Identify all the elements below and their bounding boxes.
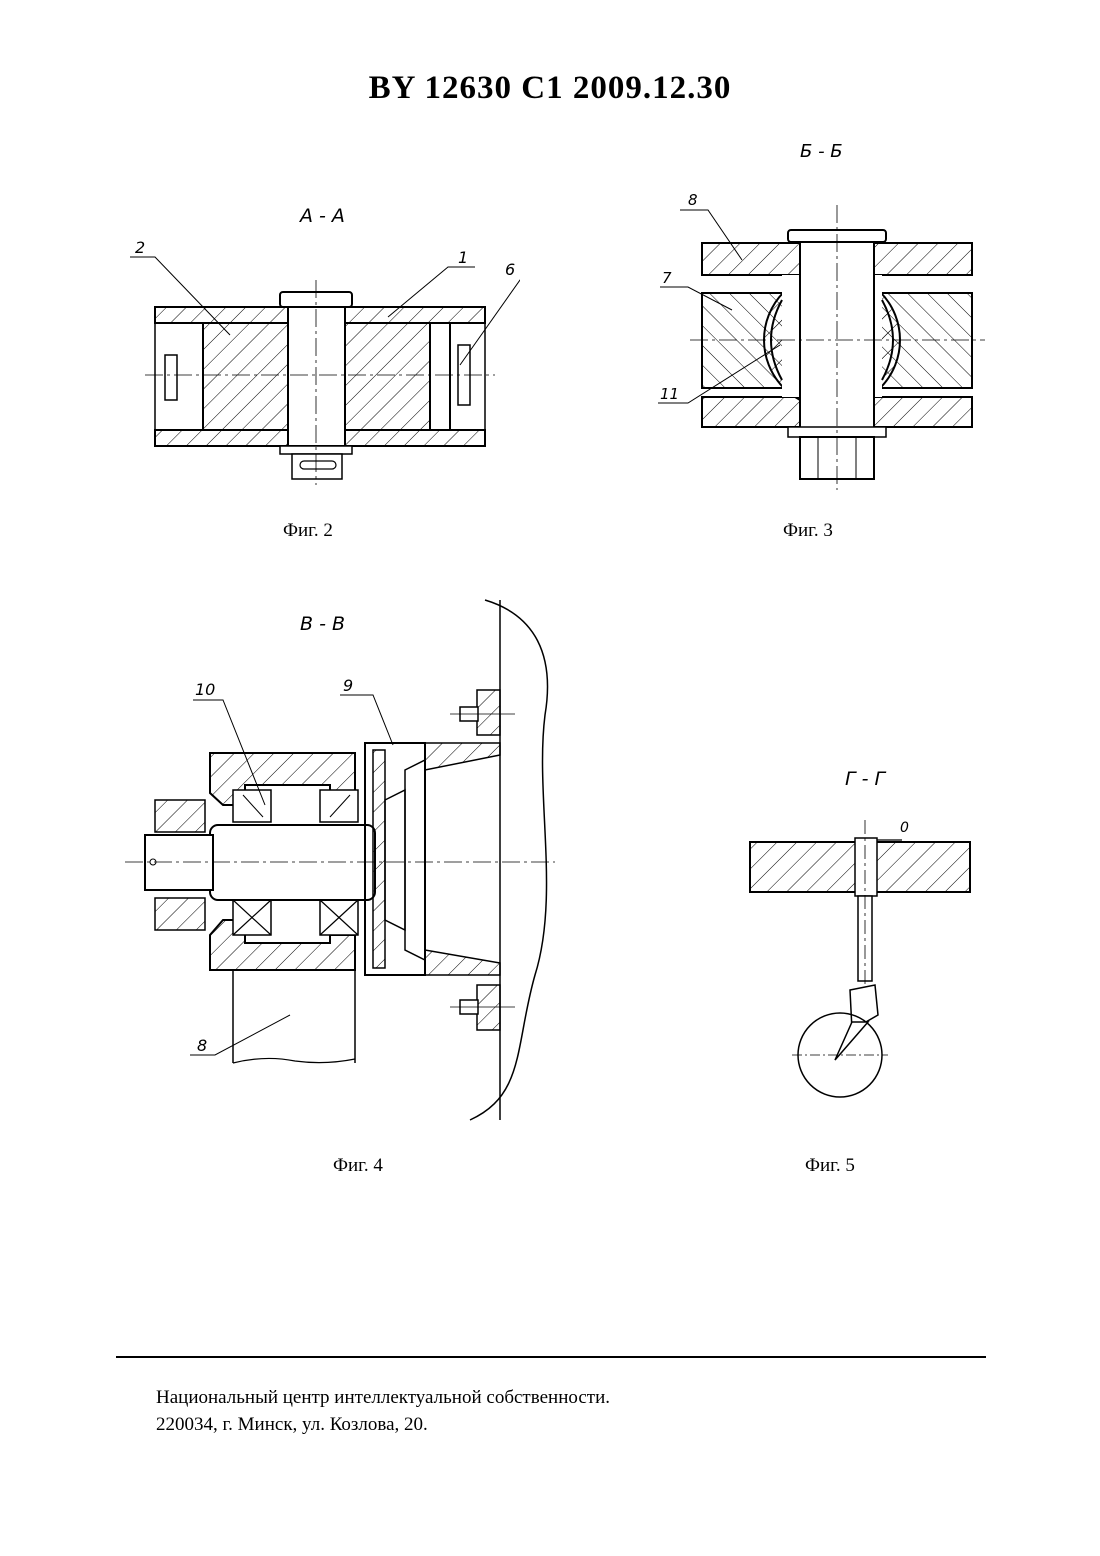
fig2-label-6: 6 [505, 260, 515, 279]
fig4-section-label: В - В [300, 613, 345, 635]
footer-line-2: 220034, г. Минск, ул. Козлова, 20. [156, 1411, 610, 1438]
figure-2-drawing: А - А 2 1 6 [120, 195, 520, 495]
fig2-section-label: А - А [298, 205, 345, 227]
figure-4-drawing: В - В 10 9 8 [115, 595, 585, 1125]
fig3-caption: Фиг. 3 [783, 520, 833, 542]
footer-rule [116, 1356, 986, 1358]
fig2-caption: Фиг. 2 [283, 520, 333, 542]
fig2-label-2: 2 [135, 238, 145, 257]
patent-header: BY 12630 C1 2009.12.30 [0, 70, 1100, 107]
fig3-label-7: 7 [662, 269, 672, 287]
fig3-section-label: Б - Б [800, 141, 843, 162]
fig4-label-9: 9 [343, 676, 353, 695]
figure-5-drawing: Г - Г 0 [740, 760, 980, 1110]
figure-3-drawing: Б - Б 8 7 11 [650, 135, 990, 495]
fig4-label-10: 10 [195, 680, 215, 699]
fig5-caption: Фиг. 5 [805, 1155, 855, 1177]
fig5-section-label: Г - Г [845, 768, 887, 790]
fig3-label-8: 8 [688, 191, 698, 209]
footer-line-1: Национальный центр интеллектуальной собс… [156, 1384, 610, 1411]
fig5-label-0: 0 [900, 820, 909, 836]
fig4-label-8: 8 [197, 1036, 207, 1055]
fig3-label-11: 11 [660, 385, 679, 403]
fig4-caption: Фиг. 4 [333, 1155, 383, 1177]
fig2-label-1: 1 [458, 248, 468, 267]
footer-address: Национальный центр интеллектуальной собс… [156, 1384, 610, 1438]
